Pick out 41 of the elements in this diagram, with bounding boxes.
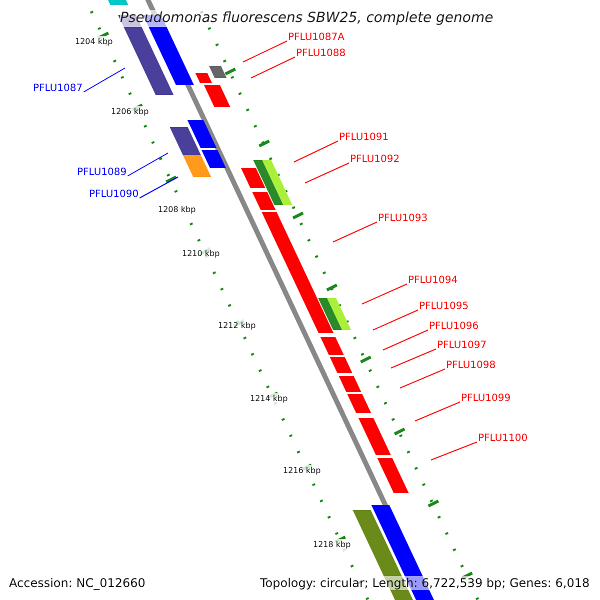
gene-label: PFLU1088 — [296, 48, 346, 60]
leader-line — [382, 330, 428, 350]
scale-label: 1206 kbp — [111, 106, 149, 118]
gene-label: PFLU1095 — [419, 301, 469, 313]
gene-label: PFLU1089 — [77, 167, 127, 179]
genome-info-text: Topology: circular; Length: 6,722,539 bp; Genes: 6,018 — [260, 576, 590, 590]
gene-label: PFLU1093 — [378, 213, 428, 225]
gene-label: PFLU1092 — [350, 154, 400, 166]
scale-label: 1214 kbp — [250, 393, 288, 405]
gene-label: PFLU1090 — [89, 189, 139, 201]
leader-line — [139, 176, 178, 198]
scale-label: 1204 kbp — [75, 36, 113, 48]
accession-text: Accession: NC_012660 — [9, 576, 146, 590]
leader-line — [400, 368, 446, 388]
leader-line — [250, 56, 296, 78]
leader-line — [127, 152, 168, 176]
gene-label: PFLU1096 — [429, 321, 479, 333]
leader-line — [414, 402, 460, 422]
gene-label: PFLU1097 — [437, 340, 487, 352]
leader-line — [294, 140, 338, 162]
leader-line — [242, 40, 288, 62]
gene-label: PFLU1100 — [478, 433, 528, 445]
map-title: Pseudomonas fluorescens SBW25, complete genome — [120, 10, 494, 27]
leader-line — [332, 222, 378, 242]
leader-line — [390, 348, 436, 368]
scale-label: 1218 kbp — [313, 539, 351, 551]
gene-label: PFLU1098 — [446, 360, 496, 372]
scale-label: 1216 kbp — [283, 465, 321, 477]
leader-line — [304, 162, 350, 184]
scale-label: 1212 kbp — [218, 320, 256, 332]
leader-line — [362, 284, 408, 304]
scale-label: 1210 kbp — [182, 248, 220, 260]
scale-label: 1208 kbp — [158, 204, 196, 216]
leader-line — [83, 68, 126, 92]
gene-label: PFLU1087A — [288, 32, 344, 44]
leader-line — [430, 442, 478, 460]
gene-label: PFLU1087 — [33, 83, 83, 95]
gene-label: PFLU1099 — [461, 393, 511, 405]
gene-label: PFLU1091 — [339, 132, 389, 144]
gene-label: PFLU1094 — [408, 275, 458, 287]
leader-line — [372, 310, 418, 330]
